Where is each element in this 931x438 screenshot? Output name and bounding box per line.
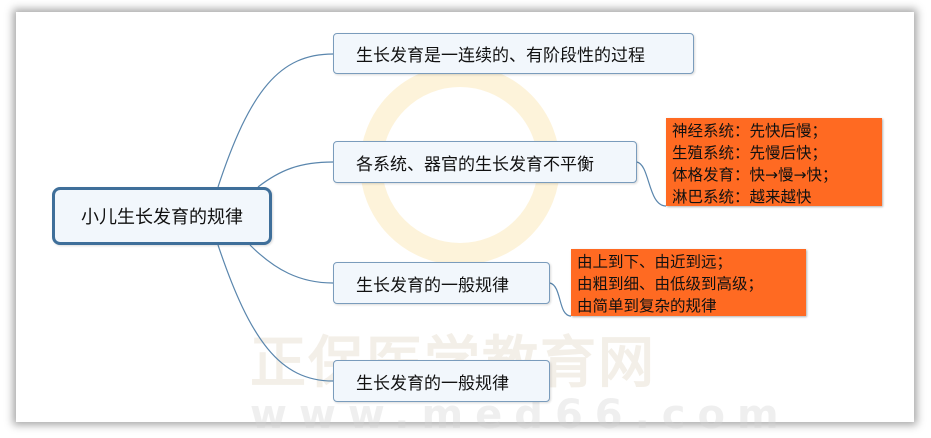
branch-label: 各系统、器官的生长发育不平衡 (356, 154, 594, 175)
branch-node-3[interactable]: 生长发育的一般规律 (333, 262, 550, 304)
branch-label: 生长发育是一连续的、有阶段性的过程 (356, 46, 645, 66)
note-line: 淋巴系统：越来越快 (672, 188, 812, 206)
note-line: 由粗到细、由低级到高级； (577, 275, 764, 293)
branch-label: 生长发育的一般规律 (356, 275, 509, 296)
root-label: 小儿生长发育的规律 (81, 207, 243, 228)
note-line: 神经系统：先快后慢； (672, 122, 828, 140)
connector-note-1 (636, 161, 667, 207)
connector-branch-4 (217, 244, 334, 382)
note-general[interactable]: 由上到下、由近到远； 由粗到细、由低级到高级； 由简单到复杂的规律 (571, 249, 806, 316)
note-line: 由简单到复杂的规律 (577, 297, 717, 315)
note-line: 由上到下、由近到远； (577, 253, 733, 271)
note-line: 生殖系统：先慢后快； (672, 144, 828, 162)
branch-node-2[interactable]: 各系统、器官的生长发育不平衡 (333, 141, 637, 183)
connector-branch-3 (249, 244, 334, 284)
branch-node-4[interactable]: 生长发育的一般规律 (333, 360, 550, 402)
note-systems[interactable]: 神经系统：先快后慢； 生殖系统：先慢后快； 体格发育：快→慢→快； 淋巴系统：越… (666, 118, 882, 206)
root-node[interactable]: 小儿生长发育的规律 (52, 187, 272, 245)
note-line: 体格发育：快→慢→快； (672, 166, 838, 184)
connector-branch-2 (257, 161, 334, 188)
branch-node-1[interactable]: 生长发育是一连续的、有阶段性的过程 (333, 33, 694, 74)
connector-note-2 (549, 282, 572, 317)
branch-label: 生长发育的一般规律 (356, 373, 509, 394)
connector-branch-1 (217, 53, 334, 188)
